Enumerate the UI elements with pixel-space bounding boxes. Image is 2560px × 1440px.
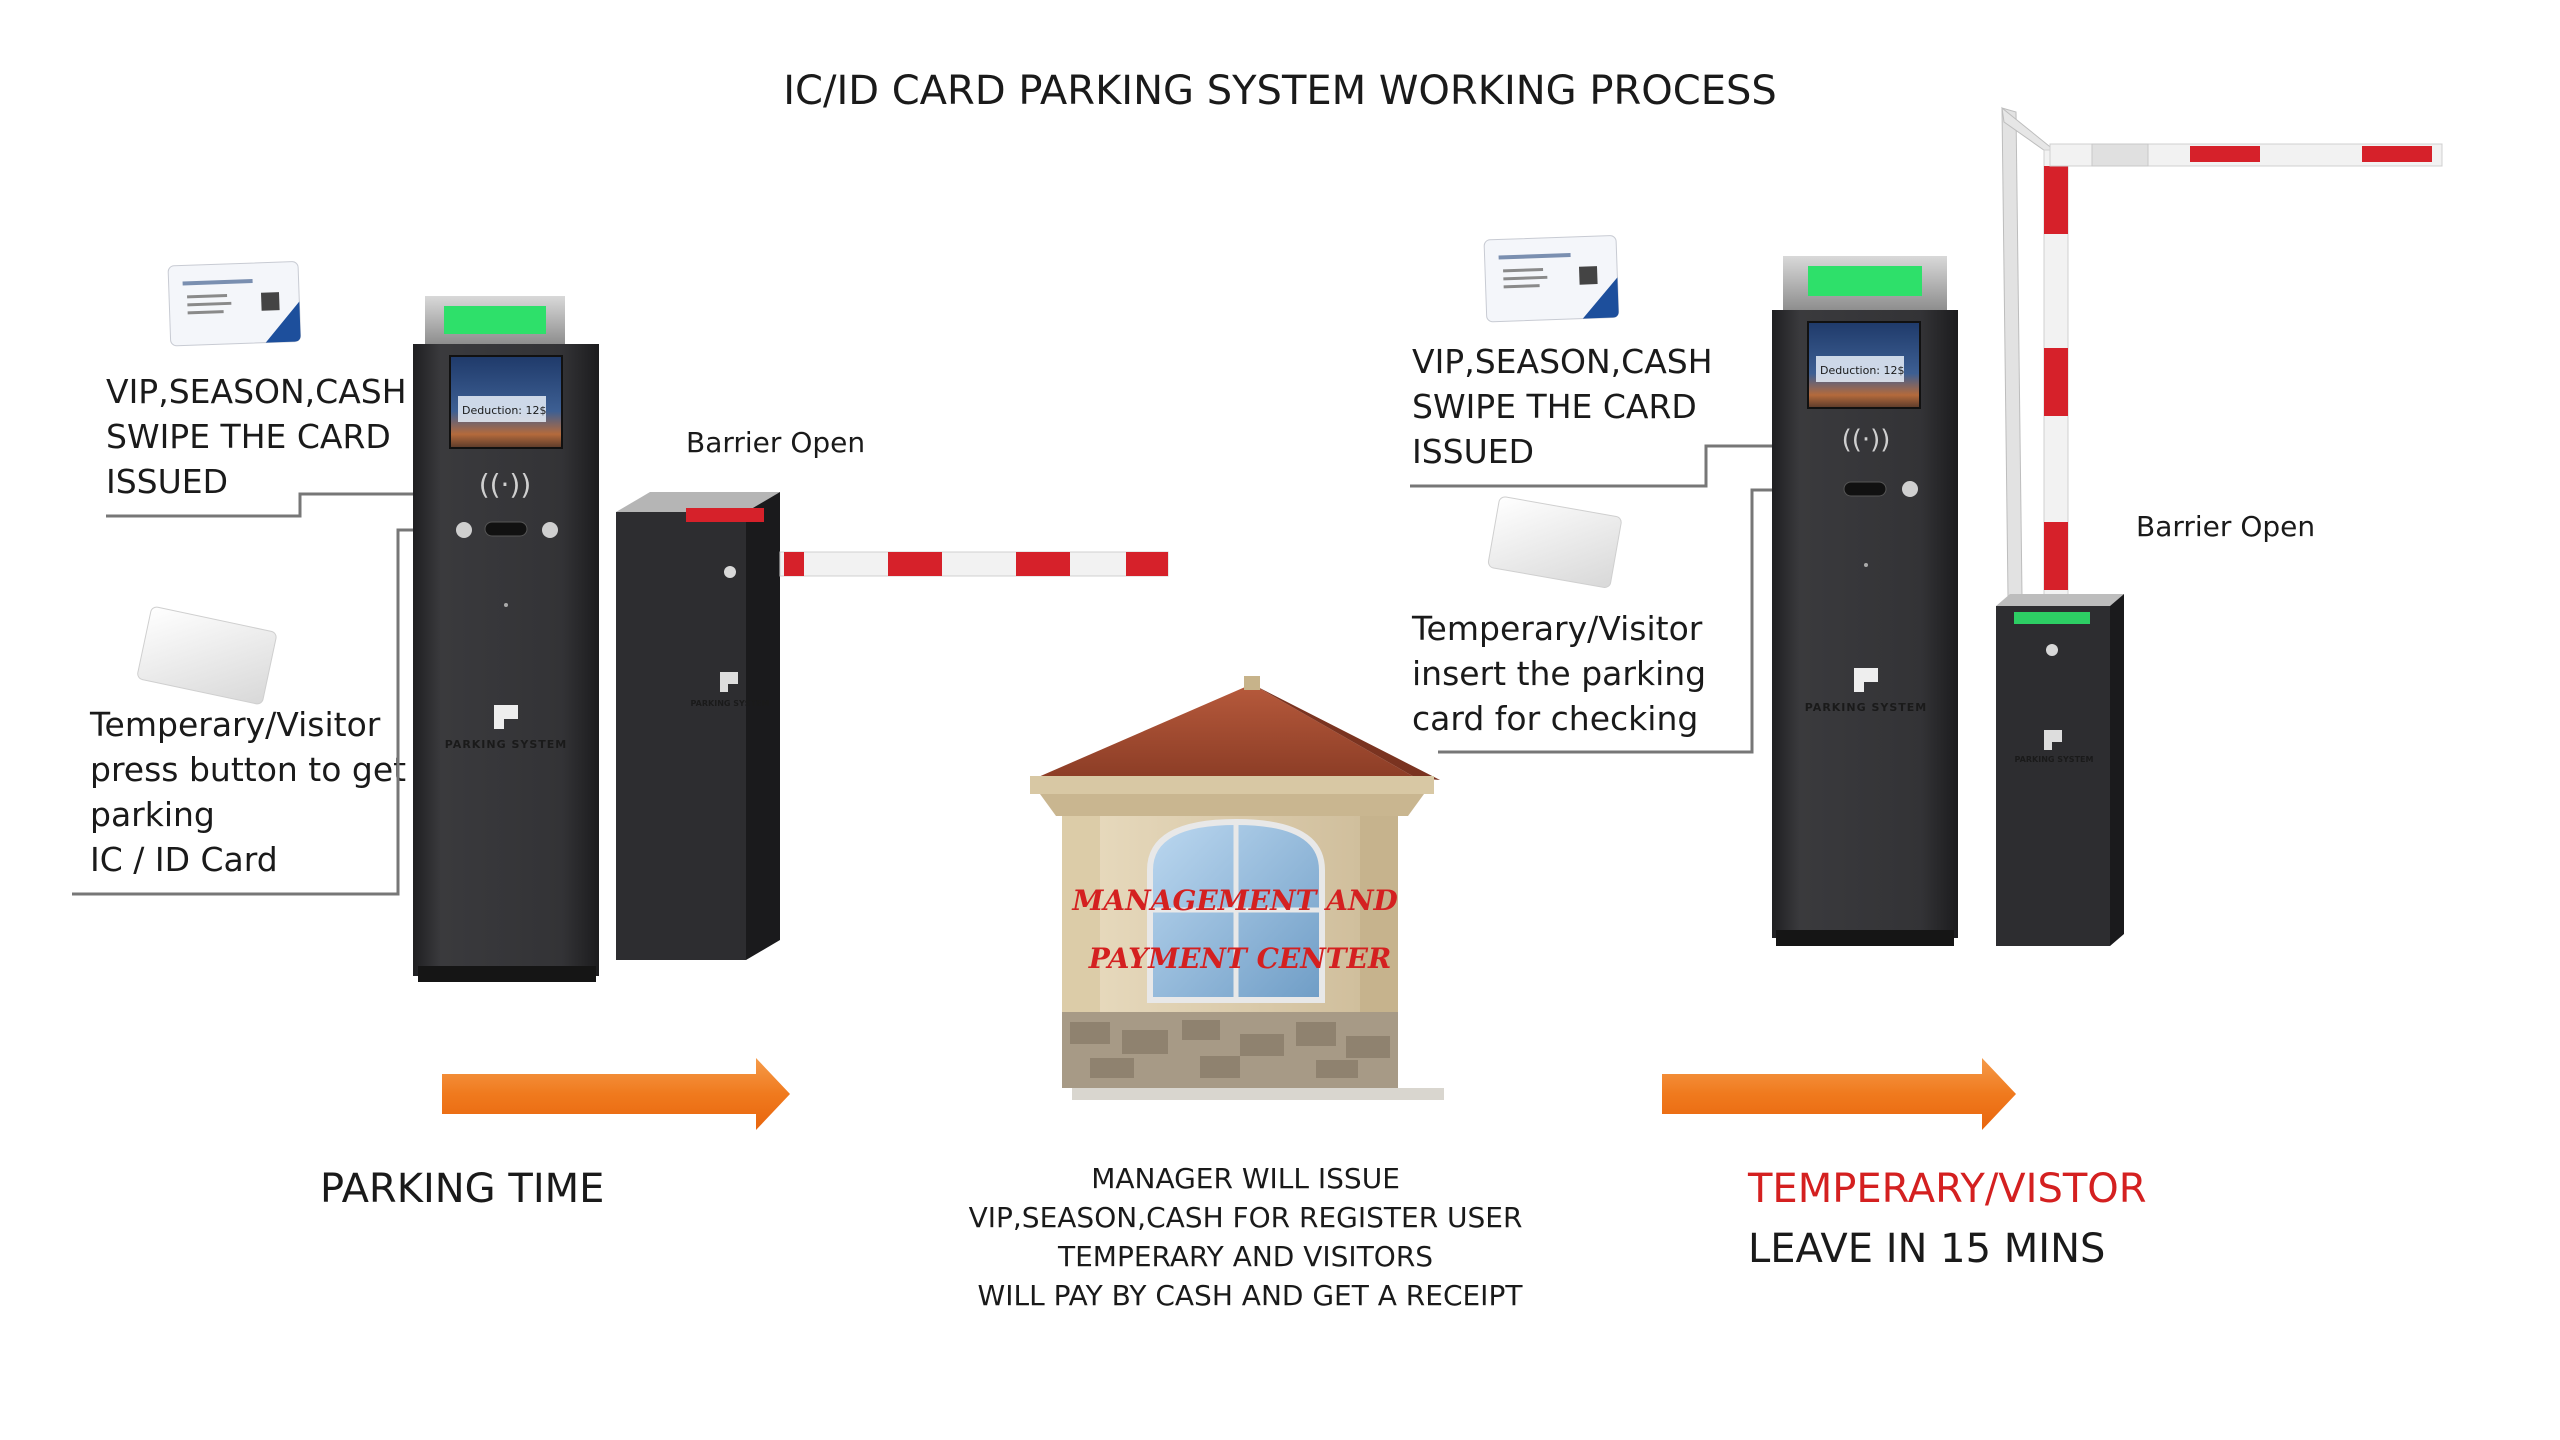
entry-card-line-2: SWIPE THE CARD	[106, 417, 391, 456]
exit-card-line-2: SWIPE THE CARD	[1412, 387, 1697, 426]
diagram-title: IC/ID CARD PARKING SYSTEM WORKING PROCES…	[783, 68, 1777, 114]
exit-kiosk-screen-text: Deduction: 12$	[1820, 364, 1905, 377]
entry-ticket-kiosk: Deduction: 12$ ((·)) PARKING SYSTEM	[413, 296, 599, 982]
entry-card-slot	[484, 521, 528, 537]
entry-ticket-button	[542, 522, 558, 538]
exit-help-button	[1902, 481, 1918, 497]
manager-note-line-2: VIP,SEASON,CASH FOR REGISTER USER	[969, 1201, 1523, 1234]
exit-section: VIP,SEASON,CASH SWIPE THE CARD ISSUED Te…	[1410, 106, 2443, 1272]
entry-stage-label: PARKING TIME	[320, 1166, 604, 1212]
exit-rfid-card-image	[1483, 235, 1620, 323]
exit-blank-card-image	[1487, 496, 1622, 588]
entry-visitor-line-2: press button to get	[90, 750, 406, 789]
exit-barrier-logo-icon	[2044, 730, 2062, 750]
exit-kiosk-brand: PARKING SYSTEM	[1805, 701, 1928, 714]
management-booth-section: MANAGEMENT AND PAYMENT CENTER MANAGER WI…	[969, 676, 1532, 1312]
exit-barrier-brand: PARKING SYSTEM	[2015, 755, 2094, 764]
entry-kiosk-screen-text: Deduction: 12$	[462, 404, 547, 417]
exit-stage-label-red: TEMPERARY/VISTOR	[1747, 1166, 2147, 1212]
entry-visitor-line-3: parking	[90, 795, 215, 834]
exit-card-instruction: VIP,SEASON,CASH SWIPE THE CARD ISSUED	[1412, 342, 1723, 471]
entry-card-instruction: VIP,SEASON,CASH SWIPE THE CARD ISSUED	[106, 372, 417, 501]
booth-label-line-1: MANAGEMENT AND	[1071, 884, 1398, 917]
exit-stage-label: LEAVE IN 15 MINS	[1748, 1226, 2105, 1272]
exit-card-line-3: ISSUED	[1412, 432, 1534, 471]
manager-note-line-1: MANAGER WILL ISSUE	[1091, 1162, 1400, 1195]
entry-visitor-instruction: Temperary/Visitor press button to get pa…	[89, 705, 417, 879]
management-booth-image	[1030, 676, 1444, 1100]
exit-visitor-line-1: Temperary/Visitor	[1411, 609, 1703, 648]
entry-rfid-card-image	[167, 261, 302, 347]
booth-label: MANAGEMENT AND PAYMENT CENTER	[1071, 884, 1407, 975]
entry-rfid-icon: ((·))	[479, 468, 532, 501]
exit-visitor-line-3: card for checking	[1412, 699, 1698, 738]
entry-barrier-open-label: Barrier Open	[686, 426, 865, 459]
manager-note-line-4: WILL PAY BY CASH AND GET A RECEIPT	[978, 1279, 1524, 1312]
manager-note-line-3: TEMPERARY AND VISITORS	[1057, 1240, 1433, 1273]
entry-card-leader-line	[106, 492, 500, 518]
exit-barrier-gate: PARKING SYSTEM	[1996, 106, 2443, 946]
exit-process-arrow	[1662, 1058, 2016, 1130]
manager-note: MANAGER WILL ISSUE VIP,SEASON,CASH FOR R…	[969, 1162, 1532, 1312]
exit-visitor-instruction: Temperary/Visitor insert the parking car…	[1411, 609, 1717, 738]
entry-process-arrow	[442, 1058, 790, 1130]
entry-section: VIP,SEASON,CASH SWIPE THE CARD ISSUED Te…	[72, 261, 1169, 1212]
entry-card-line-3: ISSUED	[106, 462, 228, 501]
entry-kiosk-brand: PARKING SYSTEM	[445, 738, 568, 751]
entry-kiosk-logo-icon	[494, 705, 518, 729]
entry-barrier-gate: PARKING SYSTEM	[616, 492, 1169, 960]
exit-card-slot	[1843, 481, 1887, 497]
entry-barrier-brand: PARKING SYSTEM	[691, 699, 770, 708]
exit-visitor-line-2: insert the parking	[1412, 654, 1706, 693]
exit-card-line-1: VIP,SEASON,CASH	[1412, 342, 1713, 381]
exit-kiosk-logo-icon	[1854, 668, 1878, 692]
exit-ticket-kiosk: Deduction: 12$ ((·)) PARKING SYSTEM	[1772, 256, 1958, 946]
entry-visitor-line-4: IC / ID Card	[90, 840, 278, 879]
exit-barrier-open-label: Barrier Open	[2136, 510, 2315, 543]
entry-card-line-1: VIP,SEASON,CASH	[106, 372, 407, 411]
entry-barrier-logo-icon	[720, 672, 738, 692]
booth-label-line-2: PAYMENT CENTER	[1088, 942, 1392, 975]
entry-blank-card-image	[137, 606, 277, 705]
exit-rfid-icon: ((·))	[1842, 425, 1891, 455]
entry-barrier-arm	[779, 551, 1169, 577]
entry-help-button	[456, 522, 472, 538]
exit-card-leader-line	[1410, 444, 1820, 488]
entry-visitor-line-1: Temperary/Visitor	[89, 705, 381, 744]
